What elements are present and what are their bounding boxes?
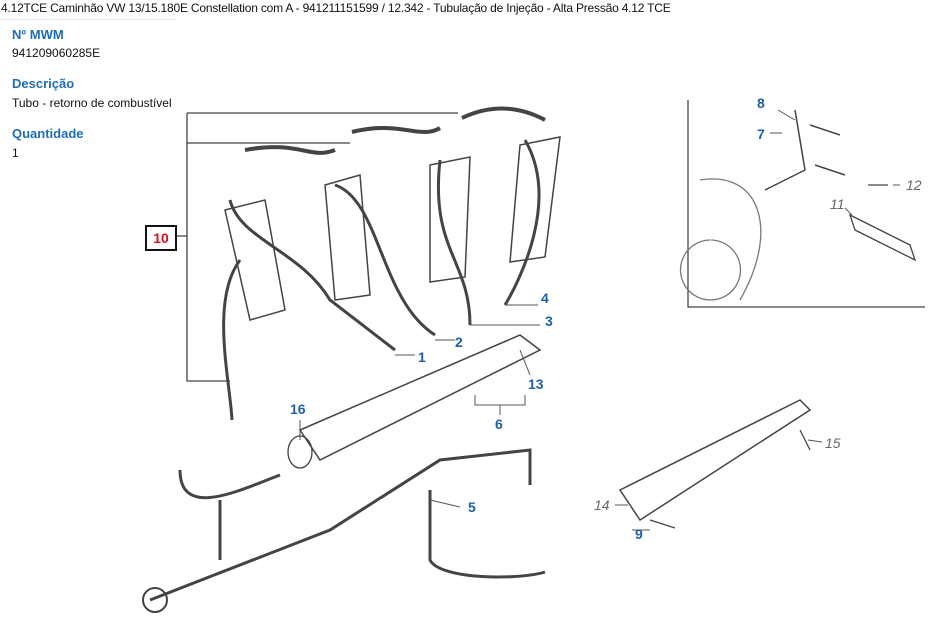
- callout-3[interactable]: 3: [545, 313, 553, 329]
- mwm-label: Nº MWM: [12, 27, 64, 42]
- description-label: Descrição: [12, 76, 75, 91]
- mwm-value: 941209060285E: [12, 46, 101, 60]
- callout-16[interactable]: 16: [290, 401, 306, 417]
- callout-4[interactable]: 4: [541, 290, 549, 306]
- callout-9[interactable]: 9: [635, 526, 643, 542]
- callout-7[interactable]: 7: [757, 126, 765, 142]
- callout-13[interactable]: 13: [528, 376, 544, 392]
- callout-2[interactable]: 2: [455, 334, 463, 350]
- quantity-label: Quantidade: [12, 126, 84, 141]
- callout-5[interactable]: 5: [468, 499, 476, 515]
- callout-1[interactable]: 1: [418, 349, 426, 365]
- callout-10-selected[interactable]: 10: [145, 225, 177, 251]
- quantity-value: 1: [12, 146, 19, 160]
- description-value: Tubo - retorno de combustível: [12, 96, 172, 110]
- callout-15[interactable]: 15: [825, 435, 841, 451]
- callout-8[interactable]: 8: [757, 95, 765, 111]
- breadcrumb-title: 4.12TCE Caminhão VW 13/15.180E Constella…: [1, 1, 671, 15]
- callout-12[interactable]: 12: [906, 177, 922, 193]
- callout-11[interactable]: 11: [830, 196, 845, 212]
- divider: [0, 19, 175, 20]
- callout-14[interactable]: 14: [594, 497, 610, 513]
- callout-6[interactable]: 6: [495, 416, 503, 432]
